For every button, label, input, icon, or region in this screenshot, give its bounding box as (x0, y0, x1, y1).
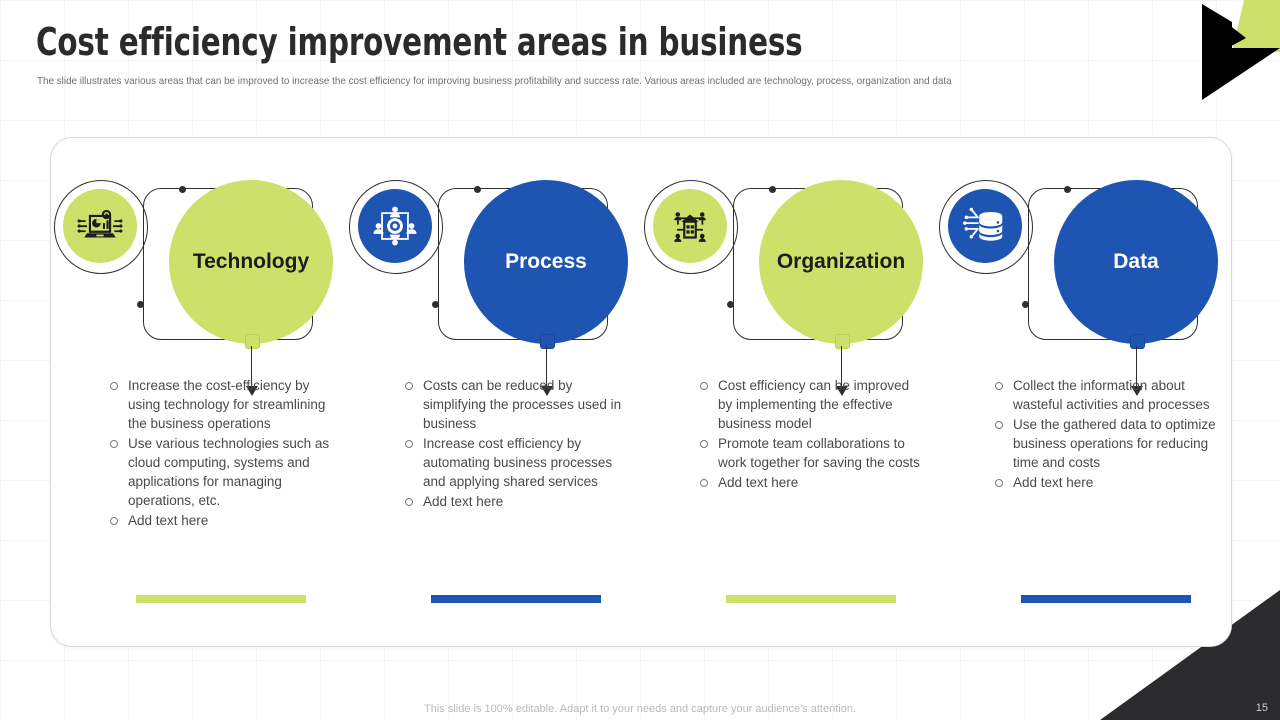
category-label: Technology (192, 250, 310, 273)
technology-laptop-analytics-icon (63, 189, 137, 263)
list-item: Increase the cost-efficiency by using te… (106, 376, 336, 433)
stem-arrowhead-icon (1131, 386, 1143, 396)
stem-line (1136, 346, 1138, 390)
stem-square (1130, 334, 1145, 349)
list-item: Increase cost efficiency by automating b… (401, 434, 631, 491)
stem-arrowhead-icon (246, 386, 258, 396)
icon-cluster (939, 180, 1035, 276)
icon-ring (644, 180, 738, 274)
category-circle-data[interactable]: Data (1054, 180, 1218, 344)
stem-arrowhead-icon (836, 386, 848, 396)
icon-ring (54, 180, 148, 274)
column-process[interactable]: Process (346, 138, 641, 646)
column-data[interactable]: Data (936, 138, 1231, 646)
list-item: Promote team collaborations to work toge… (696, 434, 926, 472)
stem-line (841, 346, 843, 390)
stem-square (835, 334, 850, 349)
list-item: Cost efficiency can be improved by imple… (696, 376, 926, 433)
columns-container: Technology (51, 138, 1231, 646)
connector-dot-top (179, 186, 186, 193)
page-subtitle: The slide illustrates various areas that… (37, 75, 952, 87)
list-item: Add text here (106, 511, 336, 530)
icon-ring (349, 180, 443, 274)
data-database-stack-icon (948, 189, 1022, 263)
icon-cluster (54, 180, 150, 276)
connector-dot-bottom (137, 301, 144, 308)
connector-dot-top (769, 186, 776, 193)
column-organization[interactable]: Organization (641, 138, 936, 646)
category-label: Process (505, 250, 587, 273)
list-item: Collect the information about wasteful a… (991, 376, 1221, 414)
connector-dot-top (474, 186, 481, 193)
stem-line (546, 346, 548, 390)
list-item: Use various technologies such as cloud c… (106, 434, 336, 510)
bullet-list: Costs can be reduced by simplifying the … (401, 376, 631, 512)
connector-stem (827, 334, 857, 404)
bullet-list: Cost efficiency can be improved by imple… (696, 376, 926, 493)
category-label: Organization (776, 250, 906, 273)
connector-stem (532, 334, 562, 404)
category-circle-process[interactable]: Process (464, 180, 628, 344)
list-item: Add text here (991, 473, 1221, 492)
connector-dot-bottom (1022, 301, 1029, 308)
connector-dot-bottom (432, 301, 439, 308)
connector-dot-top (1064, 186, 1071, 193)
category-circle-technology[interactable]: Technology (169, 180, 333, 344)
list-item: Use the gathered data to optimize busine… (991, 415, 1221, 472)
list-item: Add text here (401, 492, 631, 511)
stem-line (251, 346, 253, 390)
list-item: Add text here (696, 473, 926, 492)
process-team-gear-network-icon (358, 189, 432, 263)
connector-stem (1122, 334, 1152, 404)
icon-ring (939, 180, 1033, 274)
page-number: 15 (1255, 702, 1268, 714)
stem-arrowhead-icon (541, 386, 553, 396)
bottom-right-decoration-icon (1100, 590, 1280, 720)
connector-stem (237, 334, 267, 404)
icon-cluster (644, 180, 740, 276)
footer-note: This slide is 100% editable. Adapt it to… (424, 703, 856, 715)
bullet-list: Collect the information about wasteful a… (991, 376, 1221, 493)
category-circle-organization[interactable]: Organization (759, 180, 923, 344)
column-accent-bar (1021, 595, 1191, 603)
content-card: Technology (50, 137, 1232, 647)
page-title: Cost efficiency improvement areas in bus… (36, 20, 803, 64)
column-accent-bar (726, 595, 896, 603)
bullet-list: Increase the cost-efficiency by using te… (106, 376, 336, 531)
column-accent-bar (431, 595, 601, 603)
column-accent-bar (136, 595, 306, 603)
column-technology[interactable]: Technology (51, 138, 346, 646)
list-item: Costs can be reduced by simplifying the … (401, 376, 631, 433)
connector-dot-bottom (727, 301, 734, 308)
top-right-decoration-icon (1202, 0, 1280, 100)
stem-square (540, 334, 555, 349)
icon-cluster (349, 180, 445, 276)
category-label: Data (1113, 250, 1159, 273)
stem-square (245, 334, 260, 349)
